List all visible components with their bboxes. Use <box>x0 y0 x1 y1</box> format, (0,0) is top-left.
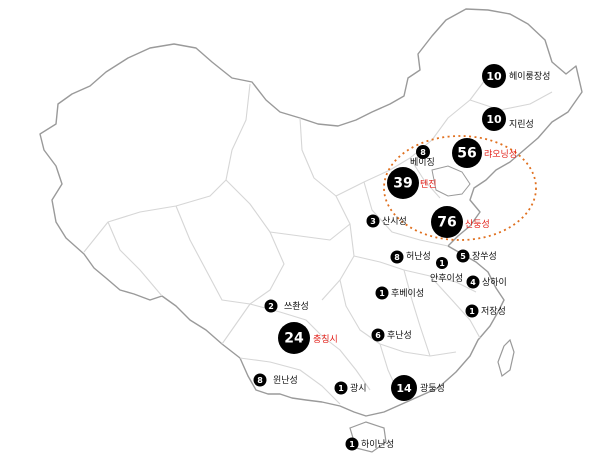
bohai-sea <box>431 165 471 197</box>
marker-shandong[interactable]: 76 산둥성 <box>431 206 490 238</box>
marker-guangdong[interactable]: 14 광둥성 <box>391 375 445 401</box>
marker-circle-guangxi <box>334 381 348 395</box>
province-label-jiangsu: 장쑤성 <box>472 251 497 262</box>
marker-count-heilongjiang: 10 <box>486 70 502 83</box>
marker-circle-henan <box>390 250 404 264</box>
marker-count-shanxi: 3 <box>370 217 376 226</box>
province-label-jilin: 지린성 <box>509 119 534 130</box>
marker-count-zhejiang: 1 <box>469 307 475 316</box>
province-label-heilongjiang: 헤이룽장성 <box>509 70 550 82</box>
marker-guangxi[interactable]: 1 광시 <box>334 381 367 395</box>
marker-circle-beijing <box>416 145 430 159</box>
marker-circle-shanghai <box>466 275 480 289</box>
marker-circle-hainan <box>345 437 359 451</box>
marker-count-sichuan: 2 <box>268 302 274 311</box>
marker-count-jilin: 10 <box>486 113 502 126</box>
marker-circle-yunnan <box>253 373 267 387</box>
marker-hunan[interactable]: 6 후난성 <box>371 328 412 342</box>
province-label-hainan: 하이난성 <box>361 439 394 450</box>
province-label-beijing: 베이징 <box>410 157 435 168</box>
marker-circle-tianjin <box>387 167 419 199</box>
marker-hubei[interactable]: 1 후베이성 <box>375 286 425 300</box>
china-outline <box>39 8 583 417</box>
marker-count-hubei: 1 <box>379 289 385 298</box>
marker-circle-anhui <box>436 257 448 269</box>
province-label-guangdong: 광둥성 <box>420 382 445 394</box>
marker-circle-guangdong <box>391 375 417 401</box>
marker-jilin[interactable]: 10 지린성 <box>482 107 534 131</box>
province-label-shanghai: 상하이 <box>482 277 507 288</box>
marker-liaoning[interactable]: 56 랴오닝성 <box>452 138 517 168</box>
marker-circle-jilin <box>482 107 506 131</box>
marker-circle-hubei <box>375 286 389 300</box>
marker-count-chongqing: 24 <box>284 331 304 347</box>
marker-count-shandong: 76 <box>437 215 456 231</box>
marker-count-beijing: 8 <box>420 148 426 157</box>
province-label-shanxi: 산시성 <box>382 216 407 227</box>
province-label-hunan: 후난성 <box>387 330 412 341</box>
marker-count-yunnan: 8 <box>257 376 263 385</box>
marker-zhejiang[interactable]: 1 저장성 <box>465 304 506 318</box>
marker-chongqing[interactable]: 24 충칭시 <box>278 322 338 354</box>
marker-count-guangdong: 14 <box>396 382 412 395</box>
marker-circle-chongqing <box>278 322 310 354</box>
marker-heilongjiang[interactable]: 10 헤이룽장성 <box>482 64 550 88</box>
marker-henan[interactable]: 8 허난성 <box>390 250 431 264</box>
marker-count-henan: 8 <box>394 253 400 262</box>
province-label-shandong: 산둥성 <box>465 219 490 230</box>
marker-count-jiangsu: 5 <box>460 252 466 261</box>
marker-count-anhui: 1 <box>439 259 445 268</box>
marker-jiangsu[interactable]: 5 장쑤성 <box>456 249 497 263</box>
province-label-yunnan: 윈난성 <box>273 375 298 386</box>
marker-yunnan[interactable]: 8 윈난성 <box>253 373 298 387</box>
marker-hainan[interactable]: 1 하이난성 <box>345 437 395 451</box>
marker-count-tianjin: 39 <box>393 176 412 192</box>
province-label-henan: 허난성 <box>406 251 431 262</box>
marker-sichuan[interactable]: 2 쓰촨성 <box>264 299 309 313</box>
marker-count-hainan: 1 <box>349 440 355 449</box>
marker-circle-shandong <box>431 206 463 238</box>
marker-circle-shanxi <box>366 214 380 228</box>
province-label-guangxi: 광시 <box>350 382 367 394</box>
taiwan-outline <box>497 338 515 378</box>
marker-count-shanghai: 4 <box>470 278 476 287</box>
marker-anhui[interactable]: 1 안후이성 <box>430 257 463 284</box>
marker-count-liaoning: 56 <box>457 146 476 162</box>
province-label-anhui: 안후이성 <box>430 273 463 284</box>
province-label-zhejiang: 저장성 <box>481 306 506 317</box>
marker-tianjin[interactable]: 39 텐진 <box>387 167 437 199</box>
marker-circle-zhejiang <box>465 304 479 318</box>
marker-count-guangxi: 1 <box>338 384 344 393</box>
marker-shanxi[interactable]: 3 산시성 <box>366 214 407 228</box>
province-label-liaoning: 랴오닝성 <box>484 149 517 160</box>
marker-circle-sichuan <box>264 299 278 313</box>
marker-count-hunan: 6 <box>375 331 381 340</box>
marker-circle-liaoning <box>452 138 482 168</box>
province-label-hubei: 후베이성 <box>391 288 424 299</box>
province-label-tianjin: 텐진 <box>420 179 437 190</box>
province-label-chongqing: 충칭시 <box>313 334 338 345</box>
marker-circle-heilongjiang <box>482 64 506 88</box>
marker-shanghai[interactable]: 4 상하이 <box>466 275 507 289</box>
marker-circle-hunan <box>371 328 385 342</box>
province-label-sichuan: 쓰촨성 <box>284 301 309 312</box>
marker-circle-jiangsu <box>456 249 470 263</box>
highlight-dotted-ellipse <box>383 135 537 241</box>
